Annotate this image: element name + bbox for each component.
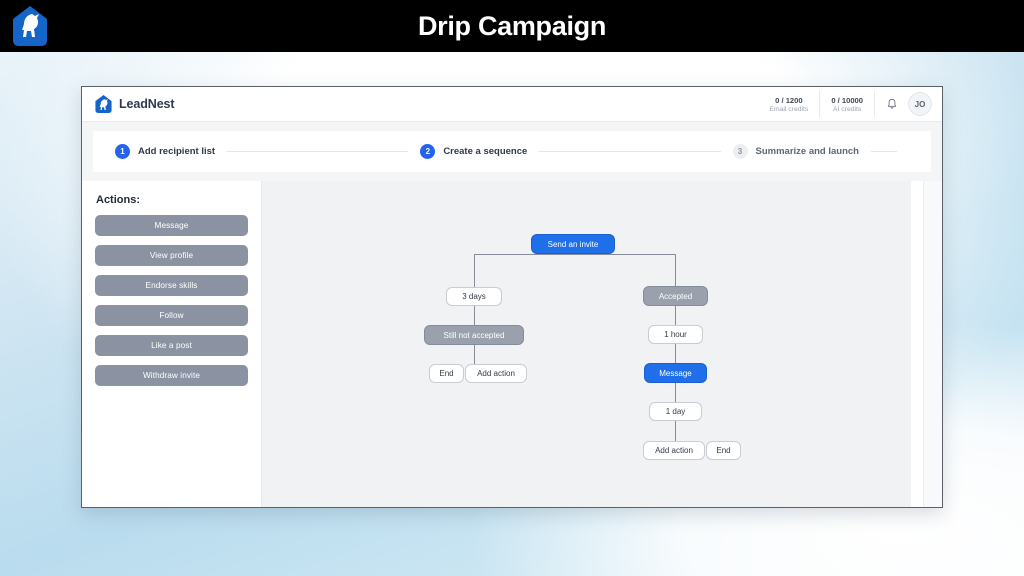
leadnest-logo-icon xyxy=(94,94,113,114)
stepper-region: 1 Add recipient list 2 Create a sequence… xyxy=(82,122,942,181)
action-button-message[interactable]: Message xyxy=(95,215,248,236)
flow-node-accepted[interactable]: Accepted xyxy=(643,286,708,306)
edge-right-drop xyxy=(675,254,677,287)
ai-credits-value: 0 / 10000 xyxy=(831,95,863,105)
stepper: 1 Add recipient list 2 Create a sequence… xyxy=(93,131,931,172)
sequence-flow-diagram: Send an invite 3 days Still not accepted… xyxy=(262,181,942,507)
edge-1day-to-actions xyxy=(675,421,677,442)
flow-node-message[interactable]: Message xyxy=(644,363,707,383)
edge-split-left xyxy=(474,254,573,256)
actions-heading: Actions: xyxy=(96,194,140,206)
action-button-endorse-skills[interactable]: Endorse skills xyxy=(95,275,248,296)
step-connector-2 xyxy=(539,151,721,152)
step-1-number: 1 xyxy=(115,144,130,159)
page-title: Drip Campaign xyxy=(417,10,607,41)
flow-node-right-add-action[interactable]: Add action xyxy=(643,441,705,460)
ai-credits[interactable]: 0 / 10000 AI credits xyxy=(820,91,875,117)
step-3-number: 3 xyxy=(732,144,748,159)
step-connector-3 xyxy=(871,151,897,152)
flow-node-send-an-invite[interactable]: Send an invite xyxy=(531,234,615,254)
action-button-follow[interactable]: Follow xyxy=(95,305,248,326)
email-credits-label: Email credits xyxy=(769,105,809,113)
step-2-number: 2 xyxy=(420,144,436,159)
step-connector-1 xyxy=(227,151,409,152)
step-2-label: Create a sequence xyxy=(443,146,528,157)
edge-1hour-to-message xyxy=(675,344,677,365)
actions-sidebar: Actions: Message View profile Endorse sk… xyxy=(82,181,261,507)
flow-node-delay-3-days[interactable]: 3 days xyxy=(446,287,502,306)
step-3-label: Summarize and launch xyxy=(755,146,859,157)
app-body: Actions: Message View profile Endorse sk… xyxy=(82,181,942,507)
bell-icon[interactable] xyxy=(879,91,905,117)
edge-message-to-1day xyxy=(675,382,677,403)
flow-node-delay-1-day[interactable]: 1 day xyxy=(649,402,702,421)
step-1-label: Add recipient list xyxy=(138,146,216,157)
flow-node-left-add-action[interactable]: Add action xyxy=(465,364,527,383)
app-topbar: LeadNest 0 / 1200 Email credits 0 / 1000… xyxy=(82,87,942,122)
step-create-a-sequence[interactable]: 2 Create a sequence xyxy=(420,144,527,159)
edge-split-right xyxy=(572,254,676,256)
bird-nest-logo-icon xyxy=(10,4,50,48)
ai-credits-label: AI credits xyxy=(832,105,862,113)
app-window: LeadNest 0 / 1200 Email credits 0 / 1000… xyxy=(81,86,943,508)
avatar[interactable]: JO xyxy=(908,92,932,116)
flow-node-still-not-accepted[interactable]: Still not accepted xyxy=(424,325,524,345)
flow-node-delay-1-hour[interactable]: 1 hour xyxy=(648,325,703,344)
step-summarize-and-launch[interactable]: 3 Summarize and launch xyxy=(732,144,859,159)
brand-name: LeadNest xyxy=(119,97,175,111)
edge-left-drop xyxy=(474,254,476,287)
presentation-banner: Drip Campaign xyxy=(0,0,1024,52)
flow-node-right-end[interactable]: End xyxy=(706,441,741,460)
edge-accepted-to-1hour xyxy=(675,305,677,326)
action-button-like-a-post[interactable]: Like a post xyxy=(95,335,248,356)
action-button-withdraw-invite[interactable]: Withdraw invite xyxy=(95,365,248,386)
sequence-canvas[interactable]: Send an invite 3 days Still not accepted… xyxy=(261,181,942,507)
canvas-white-gutter xyxy=(911,181,923,507)
topbar-right-group: 0 / 1200 Email credits 0 / 10000 AI cred… xyxy=(758,87,938,121)
edge-3days-to-stillnot xyxy=(474,305,476,326)
email-credits-value: 0 / 1200 xyxy=(775,95,803,105)
flow-node-left-end[interactable]: End xyxy=(429,364,464,383)
action-button-view-profile[interactable]: View profile xyxy=(95,245,248,266)
edge-stillnot-to-actions xyxy=(474,344,476,365)
canvas-scrollbar[interactable] xyxy=(923,181,942,507)
email-credits[interactable]: 0 / 1200 Email credits xyxy=(758,91,821,117)
step-add-recipient-list[interactable]: 1 Add recipient list xyxy=(115,144,215,159)
brand[interactable]: LeadNest xyxy=(94,94,175,114)
